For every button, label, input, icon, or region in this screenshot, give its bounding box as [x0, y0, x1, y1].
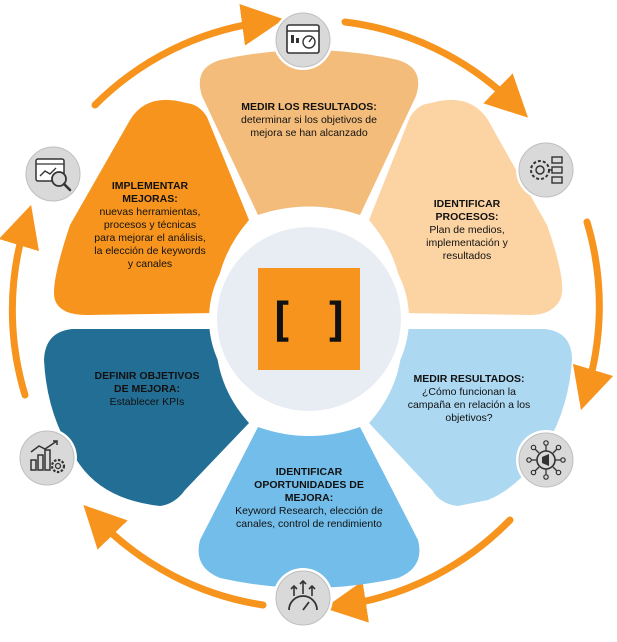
segment-title: IDENTIFICAR PROCESOS: — [433, 198, 501, 223]
process-gear-icon — [516, 140, 576, 200]
segment-title: IMPLEMENTAR MEJORAS: — [111, 180, 189, 205]
segment-title: MEDIR RESULTADOS: — [413, 373, 525, 385]
cycle-arrow-right — [572, 218, 614, 411]
segment-identificar-procesos — [369, 99, 563, 316]
segment-title: IDENTIFICAR OPORTUNIDADES DE MEJORA: — [254, 466, 364, 504]
center-logo — [258, 268, 360, 370]
segment-implementar-mejoras — [54, 99, 249, 316]
center-logo-text: [ ] — [267, 293, 350, 347]
analytics-magnifier-icon — [23, 144, 83, 204]
segment-identificar-oportunidades — [198, 427, 420, 588]
segment-body: Establecer KPIs — [109, 396, 185, 408]
segment-definir-objetivos — [44, 329, 249, 506]
cycle-arrow-top-left — [91, 3, 284, 109]
segment-body: determinar si los objetivos de mejora se… — [241, 114, 377, 139]
dashboard-icon — [273, 10, 333, 70]
cycle-arrow-bottom-left — [83, 504, 267, 609]
bar-chart-gear-icon — [17, 428, 77, 488]
speedometer-growth-icon — [273, 568, 333, 628]
segment-title: DEFINIR OBJETIVOS DE MEJORA: — [94, 370, 200, 395]
segment-body: nuevas herramientas, procesos y técnicas… — [94, 206, 206, 270]
segment-text-implementar-mejoras: IMPLEMENTAR MEJORAS: nuevas herramientas… — [92, 180, 208, 271]
segment-body: Keyword Research, elección de canales, c… — [235, 505, 383, 530]
cycle-arrows — [0, 3, 614, 623]
segment-text-definir-objetivos: DEFINIR OBJETIVOS DE MEJORA: Establecer … — [92, 370, 202, 409]
segment-title: MEDIR LOS RESULTADOS: — [241, 101, 377, 113]
segment-text-medir-resultados-top: MEDIR LOS RESULTADOS: determinar si los … — [238, 101, 380, 140]
segment-body: ¿Cómo funcionan la campaña en relación a… — [407, 386, 531, 424]
cycle-arrow-left — [0, 204, 39, 399]
segment-medir-resultados-top — [199, 50, 419, 215]
segment-text-identificar-procesos: IDENTIFICAR PROCESOS: Plan de medios, im… — [402, 198, 532, 263]
segment-body: Plan de medios, implementación y resulta… — [426, 224, 508, 262]
cycle-arrow-top-right — [341, 18, 529, 118]
segment-text-medir-resultados-right: MEDIR RESULTADOS: ¿Cómo funcionan la cam… — [406, 373, 532, 425]
cycle-arrow-bottom-right — [324, 516, 514, 623]
megaphone-network-icon — [516, 430, 576, 490]
segment-text-identificar-oportunidades: IDENTIFICAR OPORTUNIDADES DE MEJORA: Key… — [234, 466, 384, 531]
